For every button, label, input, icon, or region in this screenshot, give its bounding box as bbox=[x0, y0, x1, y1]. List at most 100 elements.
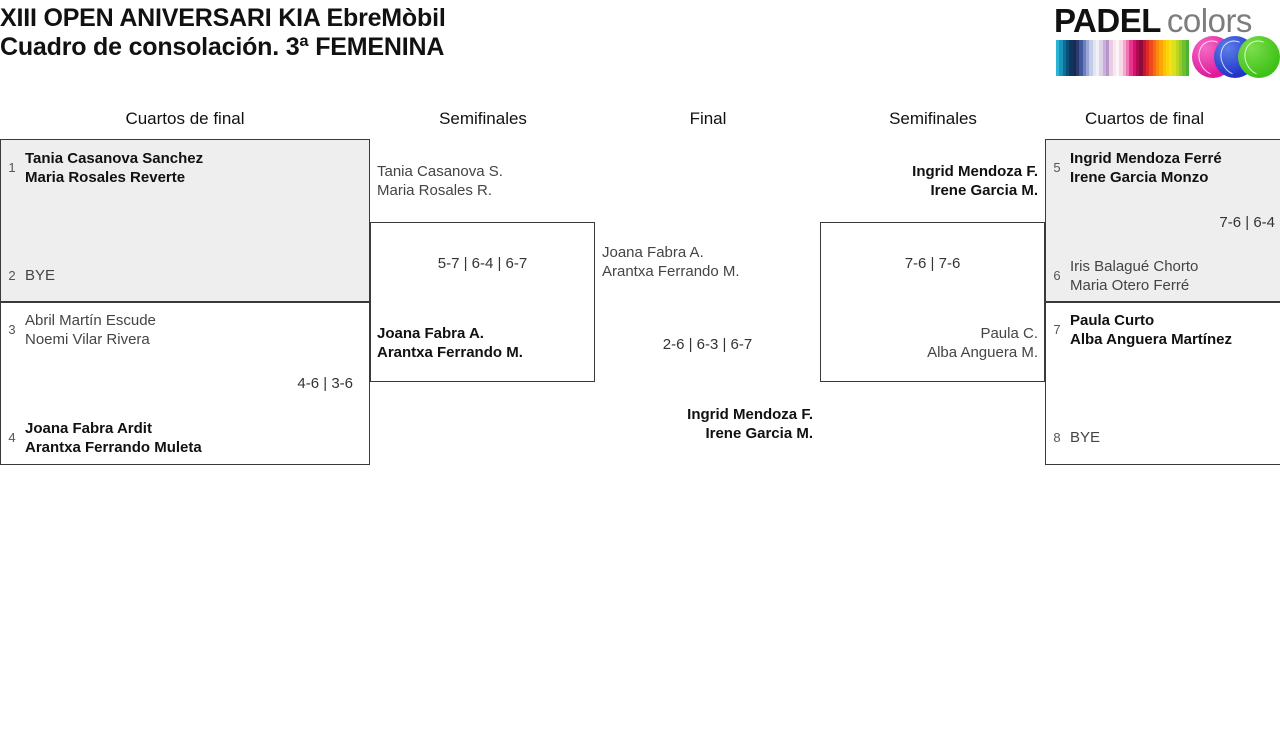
player-name: Abril Martín Escude bbox=[25, 312, 156, 329]
logo-stripe bbox=[1085, 40, 1090, 76]
logo-stripe bbox=[1069, 40, 1073, 76]
player-name: Maria Otero Ferré bbox=[1070, 277, 1190, 294]
team-qf4-bottom: BYE bbox=[1070, 428, 1100, 447]
logo-stripe bbox=[1132, 40, 1136, 76]
logo-stripe bbox=[1179, 40, 1183, 76]
match-score-final: 2-6 | 6-3 | 6-7 bbox=[662, 336, 753, 353]
team-final-top: Joana Fabra A. Arantxa Ferrando M. bbox=[602, 243, 740, 281]
logo-stripe bbox=[1109, 40, 1113, 76]
team-final-bottom: Ingrid Mendoza F. Irene Garcia M. bbox=[500, 405, 813, 443]
logo-stripe bbox=[1139, 40, 1143, 76]
logo-stripe bbox=[1152, 40, 1156, 76]
round-header-sf-left: Semifinales bbox=[439, 109, 527, 128]
logo-stripe bbox=[1056, 40, 1060, 76]
logo-stripe bbox=[1145, 40, 1150, 76]
logo-stripe bbox=[1172, 40, 1176, 76]
page-title: XIII OPEN ANIVERSARI KIA EbreMòbil Cuadr… bbox=[0, 4, 1000, 62]
logo-stripe bbox=[1129, 40, 1133, 76]
logo-stripe bbox=[1082, 40, 1086, 76]
player-name: Irene Garcia M. bbox=[705, 425, 813, 442]
player-name: Arantxa Ferrando M. bbox=[377, 344, 523, 361]
tournament-subtitle: Cuadro de consolación. 3ª FEMENINA bbox=[0, 33, 445, 61]
seed-number-7: 7 bbox=[1053, 322, 1061, 337]
logo-stripe bbox=[1122, 40, 1126, 76]
logo-stripe bbox=[1075, 40, 1080, 76]
team-sf-right-bottom: Paula C. Alba Anguera M. bbox=[770, 324, 1038, 362]
player-name: Arantxa Ferrando Muleta bbox=[25, 439, 202, 456]
player-name: Ingrid Mendoza Ferré bbox=[1070, 150, 1222, 167]
team-qf1-bottom: BYE bbox=[25, 266, 55, 285]
logo-stripe bbox=[1182, 40, 1186, 76]
team-qf3-bottom: Iris Balagué Chorto Maria Otero Ferré bbox=[1070, 257, 1198, 295]
logo-stripe bbox=[1095, 40, 1100, 76]
logo-padel-balls bbox=[1192, 36, 1280, 78]
match-box-qf2[interactable] bbox=[0, 302, 370, 465]
seed-number-6: 6 bbox=[1053, 268, 1061, 283]
match-score-sf-right: 7-6 | 7-6 bbox=[904, 255, 961, 272]
player-name: Joana Fabra A. bbox=[602, 244, 704, 261]
logo-stripe bbox=[1062, 40, 1066, 76]
logo-stripe bbox=[1099, 40, 1103, 76]
seed-number-8: 8 bbox=[1053, 430, 1061, 445]
player-name: Paula Curto bbox=[1070, 312, 1155, 329]
padel-ball-green-icon bbox=[1238, 36, 1280, 78]
match-box-qf3[interactable] bbox=[1045, 139, 1280, 302]
seed-number-2: 2 bbox=[8, 268, 16, 283]
logo-stripe bbox=[1175, 40, 1180, 76]
round-header-sf-right: Semifinales bbox=[889, 109, 977, 128]
player-name: Alba Anguera Martínez bbox=[1070, 331, 1232, 348]
team-qf1-top: Tania Casanova Sanchez Maria Rosales Rev… bbox=[25, 149, 203, 187]
logo-stripe bbox=[1165, 40, 1170, 76]
player-name: Joana Fabra A. bbox=[377, 325, 484, 342]
logo-stripe bbox=[1065, 40, 1070, 76]
logo-color-stripes bbox=[1056, 40, 1190, 76]
player-name: Iris Balagué Chorto bbox=[1070, 258, 1199, 275]
player-name: BYE bbox=[1070, 429, 1101, 446]
logo-stripe bbox=[1142, 40, 1146, 76]
match-score-sf-left: 5-7 | 6-4 | 6-7 bbox=[437, 255, 528, 272]
seed-number-4: 4 bbox=[8, 430, 16, 445]
player-name: BYE bbox=[25, 267, 56, 284]
seed-number-1: 1 bbox=[8, 160, 16, 175]
player-name: Irene Garcia M. bbox=[930, 182, 1038, 199]
logo-stripe bbox=[1115, 40, 1120, 76]
player-name: Irene Garcia Monzo bbox=[1070, 169, 1209, 186]
team-qf2-top: Abril Martín Escude Noemi Vilar Rivera bbox=[25, 311, 156, 349]
player-name: Noemi Vilar Rivera bbox=[25, 331, 150, 348]
match-score-qf2: 4-6 | 3-6 bbox=[297, 375, 353, 392]
match-score-qf3: 7-6 | 6-4 bbox=[1219, 214, 1275, 231]
logo-stripe bbox=[1125, 40, 1130, 76]
round-header-qf-right: Cuartos de final bbox=[1085, 109, 1205, 128]
logo-stripe bbox=[1162, 40, 1166, 76]
match-box-sf-left[interactable] bbox=[370, 222, 595, 382]
logo-stripe bbox=[1135, 40, 1140, 76]
team-sf-left-bottom: Joana Fabra A. Arantxa Ferrando M. bbox=[377, 324, 523, 362]
match-box-sf-right[interactable] bbox=[820, 222, 1045, 382]
player-name: Alba Anguera M. bbox=[927, 344, 1038, 361]
logo-stripe bbox=[1092, 40, 1096, 76]
tournament-name: XIII OPEN ANIVERSARI KIA EbreMòbil bbox=[0, 4, 446, 32]
round-header-final: Final bbox=[689, 109, 727, 128]
player-name: Arantxa Ferrando M. bbox=[602, 263, 740, 280]
player-name: Joana Fabra Ardit bbox=[25, 420, 152, 437]
team-sf-right-top: Ingrid Mendoza F. Irene Garcia M. bbox=[770, 162, 1038, 200]
player-name: Maria Rosales R. bbox=[377, 182, 493, 199]
player-name: Ingrid Mendoza F. bbox=[912, 163, 1038, 180]
match-box-qf4[interactable] bbox=[1045, 302, 1280, 465]
logo-stripe bbox=[1059, 40, 1063, 76]
player-name: Tania Casanova Sanchez bbox=[25, 150, 204, 167]
team-qf3-top: Ingrid Mendoza Ferré Irene Garcia Monzo bbox=[1070, 149, 1222, 187]
player-name: Maria Rosales Reverte bbox=[25, 169, 186, 186]
seed-number-3: 3 bbox=[8, 322, 16, 337]
player-name: Paula C. bbox=[980, 325, 1038, 342]
seed-number-5: 5 bbox=[1053, 160, 1061, 175]
player-name: Ingrid Mendoza F. bbox=[687, 406, 813, 423]
player-name: Tania Casanova S. bbox=[377, 163, 503, 180]
logo-stripe bbox=[1169, 40, 1173, 76]
logo-stripe bbox=[1119, 40, 1123, 76]
team-qf4-top: Paula Curto Alba Anguera Martínez bbox=[1070, 311, 1232, 349]
match-box-qf1[interactable] bbox=[0, 139, 370, 302]
